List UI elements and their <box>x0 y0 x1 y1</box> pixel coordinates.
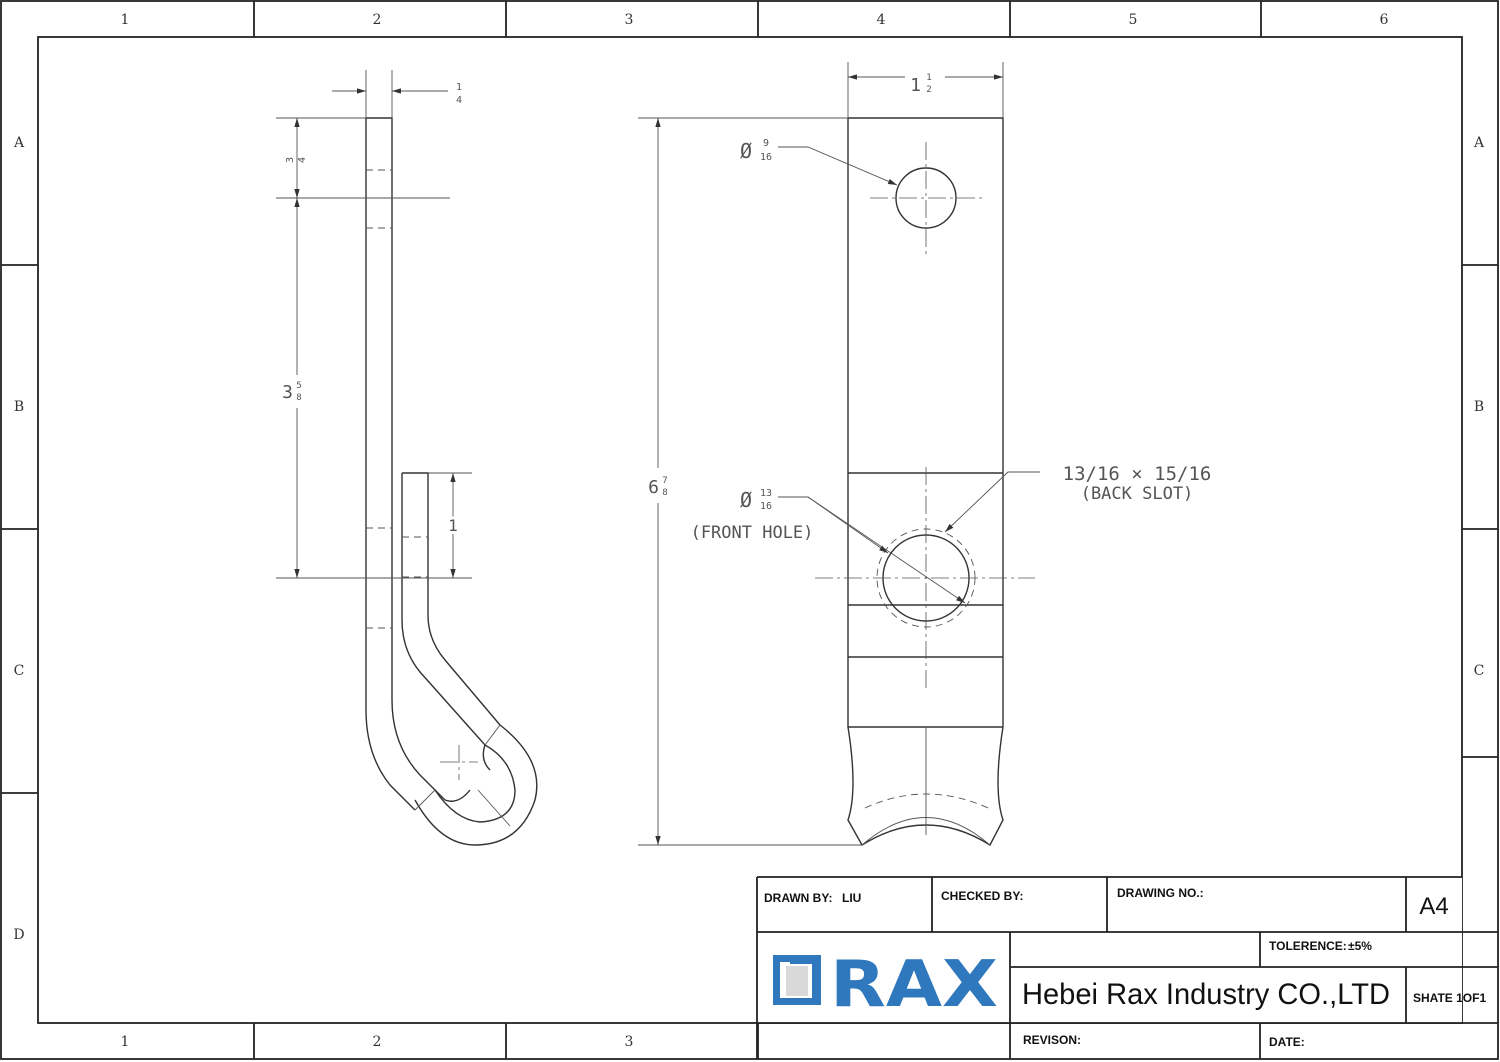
svg-text:1: 1 <box>926 73 931 83</box>
zone-col-3: 3 <box>625 12 634 28</box>
dim-top-offset: 3 4 <box>285 157 308 163</box>
logo-text: RAX <box>830 948 998 1022</box>
tolerance-value: ±5% <box>1348 939 1372 953</box>
svg-text:13: 13 <box>760 488 772 499</box>
svg-text:8: 8 <box>296 393 301 403</box>
svg-text:4: 4 <box>297 157 308 163</box>
company-name: Hebei Rax Industry CO.,LTD <box>1022 978 1390 1011</box>
svg-text:8: 8 <box>662 488 667 498</box>
zone-row-d: D <box>13 927 24 943</box>
svg-text:4: 4 <box>456 95 462 106</box>
dim-front-hole: Ø 13 16 (FRONT HOLE) <box>691 488 814 543</box>
rax-logo: RAX <box>773 948 998 1022</box>
zone-col-1: 1 <box>121 12 130 28</box>
zone-col-6: 6 <box>1380 12 1389 28</box>
zone-col-2-bottom: 2 <box>373 1034 382 1050</box>
zone-row-a-right: A <box>1473 135 1485 151</box>
zone-row-b: B <box>14 399 24 415</box>
svg-text:6: 6 <box>648 477 659 498</box>
side-view: 1 4 3 4 3 5 8 1 <box>276 70 538 846</box>
svg-text:16: 16 <box>760 152 772 163</box>
svg-text:1: 1 <box>910 75 921 96</box>
zone-row-a: A <box>13 135 25 151</box>
drawing-no-label: DRAWING NO.: <box>1117 886 1204 900</box>
sheet-number: SHATE 1OF1 <box>1413 991 1486 1005</box>
svg-text:3: 3 <box>282 382 293 403</box>
dim-top-hole: Ø 9 16 <box>740 138 772 163</box>
svg-text:3: 3 <box>285 157 296 163</box>
date-label: DATE: <box>1269 1035 1305 1049</box>
checked-by-label: CHECKED BY: <box>941 889 1023 903</box>
zone-row-c: C <box>14 663 25 679</box>
svg-text:13/16 × 15/16: 13/16 × 15/16 <box>1063 463 1212 485</box>
zone-col-4: 4 <box>877 12 886 28</box>
zone-col-2: 2 <box>373 12 382 28</box>
zone-col-1-bottom: 1 <box>121 1034 130 1050</box>
svg-text:Ø: Ø <box>740 139 752 163</box>
drawn-by-value: LIU <box>842 891 861 905</box>
svg-text:1: 1 <box>456 82 462 93</box>
revision-label: REVISON: <box>1023 1033 1081 1047</box>
svg-text:5: 5 <box>296 381 301 391</box>
drawn-by-label: DRAWN BY: <box>764 891 832 905</box>
dim-thickness: 1 4 <box>456 82 462 106</box>
dim-hook-inner: 1 <box>448 516 458 535</box>
zone-col-5: 5 <box>1129 12 1138 28</box>
dim-back-slot: 13/16 × 15/16 (BACK SLOT) <box>1063 463 1212 504</box>
zone-row-b-right: B <box>1474 399 1484 415</box>
svg-text:7: 7 <box>662 476 667 486</box>
svg-text:(BACK SLOT): (BACK SLOT) <box>1081 484 1194 504</box>
svg-text:2: 2 <box>926 85 931 95</box>
tolerance-label: TOLERENCE: <box>1269 939 1347 953</box>
svg-text:16: 16 <box>760 501 772 512</box>
zone-row-c-right: C <box>1474 663 1485 679</box>
zone-labels: 1 2 3 4 5 6 1 2 3 A B C D A B C <box>13 12 1485 1050</box>
dim-overall-length: 6 7 8 <box>648 476 668 498</box>
zone-col-3-bottom: 3 <box>625 1034 634 1050</box>
dim-width: 1 1 2 <box>910 73 932 96</box>
paper-size: A4 <box>1419 893 1448 920</box>
dim-length-side: 3 5 8 <box>282 381 302 403</box>
svg-text:9: 9 <box>763 138 769 149</box>
title-block: DRAWN BY: LIU CHECKED BY: DRAWING NO.: A… <box>756 876 1498 1059</box>
svg-text:Ø: Ø <box>740 488 752 512</box>
front-view: 1 1 2 6 7 8 Ø 9 16 Ø 13 16 (FRONT HOLE) … <box>638 62 1212 846</box>
svg-text:(FRONT HOLE): (FRONT HOLE) <box>691 523 814 543</box>
